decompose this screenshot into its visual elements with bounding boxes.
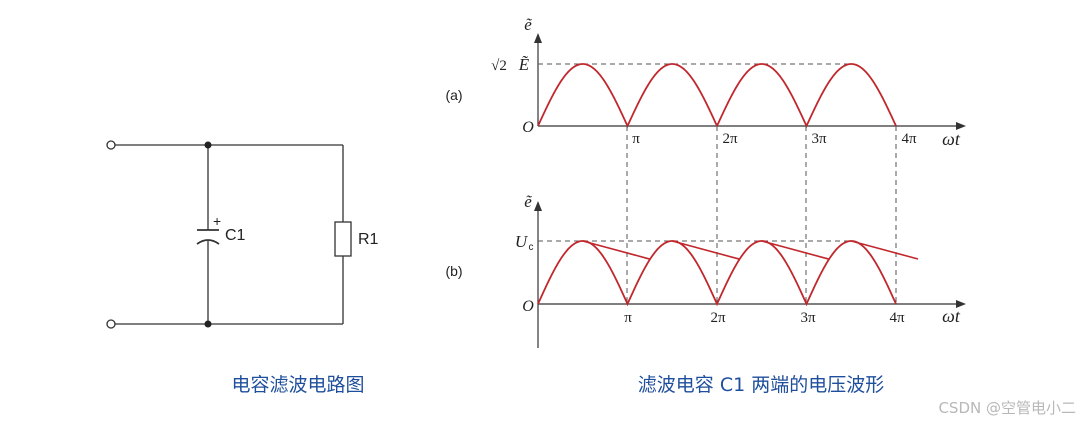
resistor-label: R1 xyxy=(358,231,379,248)
level-label-main: U xyxy=(515,232,529,251)
circuit-diagram xyxy=(115,144,352,325)
tick-label-a-1: π xyxy=(632,131,640,147)
rectified-wave-a xyxy=(537,63,897,129)
origin-label-a: O xyxy=(522,119,534,136)
waveform-panel-b: ẽ U c O (b) ωt π 2π 3π 4π xyxy=(445,192,966,348)
capacitor-polarity-mark: + xyxy=(213,213,221,229)
tick-label-b-3: 3π xyxy=(800,310,816,326)
panel-tag-a: (a) xyxy=(445,87,462,103)
x-axis-label-a: ωt xyxy=(942,129,961,149)
x-axis-arrow-b xyxy=(956,300,966,308)
resistor-body xyxy=(334,221,352,257)
tick-label-b-4: 4π xyxy=(889,310,905,326)
guide-lines xyxy=(626,126,897,304)
origin-label-b: O xyxy=(522,298,534,315)
peak-label-prefix: √2 xyxy=(491,58,507,74)
tick-label-b-2: 2π xyxy=(710,310,726,326)
level-label-sub: c xyxy=(529,242,534,253)
rectified-wave-b xyxy=(537,240,897,307)
peak-label-symbol: Ẽ xyxy=(518,55,530,74)
tick-label-a-2: 2π xyxy=(722,131,738,147)
tick-label-a-3: 3π xyxy=(811,131,827,147)
capacitor-discharge-lines xyxy=(582,240,919,260)
junction-bottom xyxy=(204,320,212,328)
capacitor-label: C1 xyxy=(225,227,246,244)
waveform-panel-a: ẽ √2 Ẽ O (a) ωt π 2π 3π 4π xyxy=(445,15,966,149)
x-axis-arrow-a xyxy=(956,122,966,130)
watermark: CSDN @空管电小二 xyxy=(938,399,1076,417)
input-terminal-bottom xyxy=(106,319,116,329)
waveform-caption: 滤波电容 C1 两端的电压波形 xyxy=(638,374,884,396)
y-axis-label-b: ẽ xyxy=(524,192,532,211)
y-axis-label-a: ẽ xyxy=(524,15,532,34)
capacitor-plate-bottom xyxy=(196,239,220,245)
y-axis-arrow-a xyxy=(534,33,542,43)
input-terminal-top xyxy=(106,140,116,150)
tick-label-a-4: 4π xyxy=(901,131,917,147)
x-axis-label-b: ωt xyxy=(942,306,961,326)
panel-tag-b: (b) xyxy=(445,263,462,279)
circuit-caption: 电容滤波电路图 xyxy=(231,374,364,396)
junction-top xyxy=(204,141,212,149)
y-axis-arrow-b xyxy=(534,201,542,211)
tick-label-b-1: π xyxy=(624,310,632,326)
